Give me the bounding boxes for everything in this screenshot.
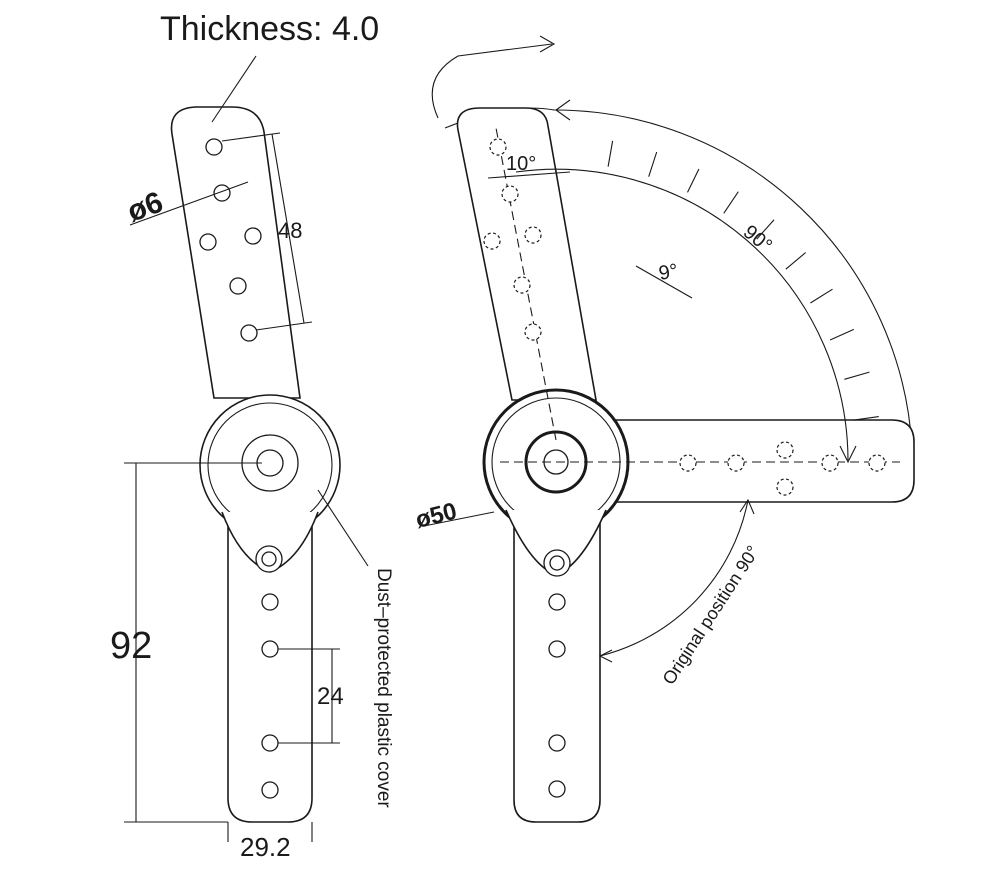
hole-span-dim-line <box>271 133 305 324</box>
hole <box>199 233 217 251</box>
angle-9-label: 9° <box>657 260 680 285</box>
angle-scale-arrowhead <box>839 445 857 464</box>
hole <box>513 276 531 294</box>
hole <box>229 277 247 295</box>
left-lower-holes <box>261 593 279 799</box>
right-lower-holes <box>548 593 566 798</box>
scale-tick <box>829 328 855 341</box>
hole-span-label: 48 <box>278 218 302 243</box>
hole <box>213 184 231 202</box>
swing-arc-arrowhead <box>555 99 571 121</box>
hole <box>261 734 279 752</box>
hole <box>205 138 223 156</box>
original-position-arrowhead-top <box>739 498 755 515</box>
right-upper-arm <box>456 107 597 401</box>
hole <box>489 138 507 156</box>
left-lower-arm <box>227 519 313 823</box>
hole <box>679 454 697 472</box>
thickness-leader <box>211 55 257 123</box>
original-position-arrowhead-bottom <box>598 649 613 663</box>
ten-degree-dim-line <box>487 171 571 179</box>
hole <box>727 454 745 472</box>
right-rivet-inner <box>549 555 565 571</box>
nine-degree-dim-line <box>635 265 693 299</box>
right-upper-holes <box>483 138 542 341</box>
hole-diameter-label: ø6 <box>123 186 167 229</box>
scale-tick <box>648 151 658 177</box>
left-upper-arm <box>170 106 301 399</box>
angle-10-label: 10° <box>506 153 536 175</box>
hole-span-ext-bottom <box>255 321 313 331</box>
scale-tick <box>785 252 807 270</box>
angle-90-label: 90° <box>739 221 776 257</box>
scale-tick <box>607 140 614 167</box>
hole <box>776 441 794 459</box>
hole-diameter-dim-line <box>129 181 249 226</box>
hole <box>501 185 519 203</box>
scale-tick <box>810 288 833 304</box>
rotation-arrow <box>431 43 553 119</box>
hole <box>548 640 566 658</box>
scale-tick <box>723 191 739 214</box>
left-upper-holes <box>199 138 262 342</box>
original-position-arc <box>599 499 749 657</box>
hole <box>261 640 279 658</box>
hole <box>548 780 566 798</box>
hole <box>524 226 542 244</box>
hole <box>524 323 542 341</box>
right-hinge-view: 10° 9° 90° ø50 Original position 90° <box>413 35 915 823</box>
hole <box>261 593 279 611</box>
right-horizontal-holes <box>679 441 886 496</box>
hole <box>776 478 794 496</box>
hole-span-ext-top <box>221 132 281 142</box>
hole <box>868 454 886 472</box>
thickness-label: Thickness: 4.0 <box>160 10 379 48</box>
right-horizontal-arm <box>599 419 915 503</box>
angle-scale-arc <box>515 168 849 461</box>
outer-diameter-leader <box>423 511 495 527</box>
scale-tick <box>844 371 870 380</box>
length-label: 92 <box>110 625 152 667</box>
width-label: 29.2 <box>240 832 291 862</box>
scale-tick <box>756 219 775 240</box>
pitch-label: 24 <box>317 683 344 710</box>
hole <box>244 227 262 245</box>
left-rivet-inner <box>261 551 277 567</box>
hole <box>240 324 258 342</box>
hole <box>483 232 501 250</box>
rotation-arrowhead <box>539 35 556 53</box>
hole <box>261 781 279 799</box>
outer-diameter-label: ø50 <box>413 498 460 534</box>
scale-tick <box>687 168 700 193</box>
hole <box>548 593 566 611</box>
left-hinge-view: Thickness: 4.0 ø6 48 92 24 29.2 Dust–pro… <box>110 10 394 862</box>
hole <box>821 454 839 472</box>
hole <box>548 734 566 752</box>
angle-scale-ticks <box>607 140 879 421</box>
cover-leader <box>317 489 369 567</box>
cover-note: Dust–protected plastic cover <box>373 568 394 808</box>
original-position-label: Original position 90° <box>659 542 764 688</box>
right-lower-arm <box>513 519 601 823</box>
scale-tick <box>853 416 879 421</box>
